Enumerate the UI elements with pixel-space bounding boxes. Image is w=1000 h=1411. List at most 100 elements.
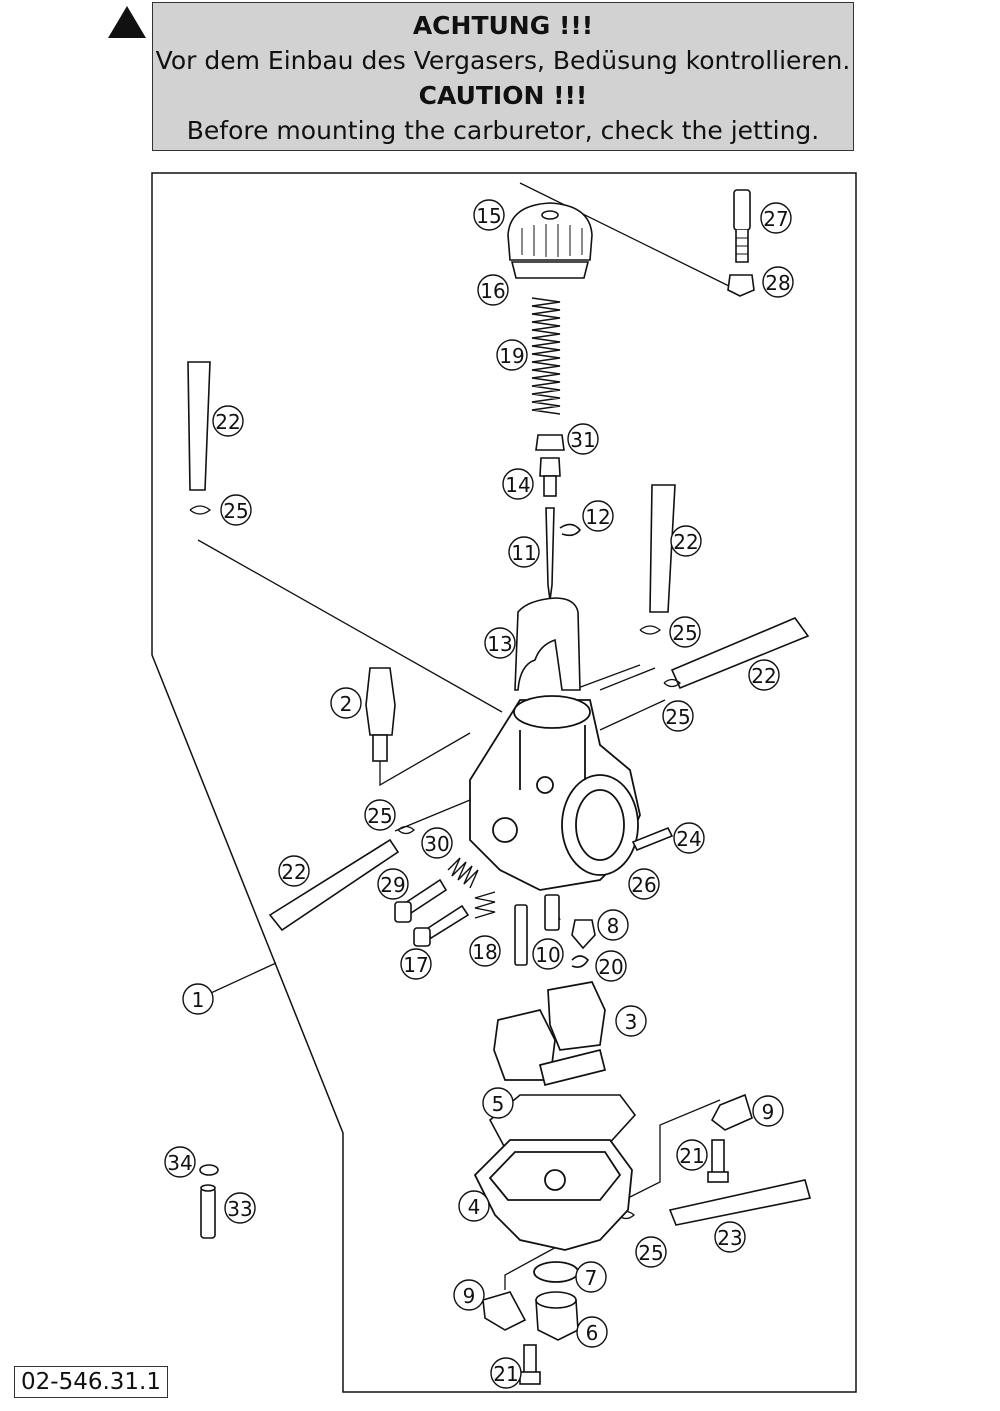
idle-screw [365, 667, 396, 762]
callout-21: 21 [676, 1139, 708, 1171]
callout-number: 8 [607, 914, 620, 938]
callout-number: 26 [631, 873, 656, 897]
callout-number: 9 [463, 1284, 476, 1308]
cover-plates [482, 1093, 753, 1331]
callout-circle [220, 494, 252, 526]
callout-6: 6 [576, 1316, 608, 1348]
hoses [187, 361, 812, 1226]
callout-circle [628, 868, 660, 900]
leader-lines [197, 182, 734, 1290]
callout-circle [615, 1005, 647, 1037]
warning-triangle-icon [108, 6, 146, 38]
caution-en-title: CAUTION !!! [418, 81, 588, 110]
callout-number: 2 [340, 692, 353, 716]
callout-circle [567, 423, 599, 455]
callout-4: 4 [458, 1190, 490, 1222]
callout-circle [453, 1279, 485, 1311]
callout-number: 28 [765, 271, 790, 295]
callout-number: 7 [585, 1266, 598, 1290]
callout-number: 10 [535, 943, 560, 967]
callout-circle [496, 339, 528, 371]
callout-number: 29 [380, 873, 405, 897]
callout-circle [330, 687, 362, 719]
mixing-chamber-cap [507, 202, 593, 279]
callout-number: 9 [762, 1100, 775, 1124]
callout-11: 11 [508, 536, 540, 568]
callout-2: 2 [330, 687, 362, 719]
callout-1: 1 [182, 983, 214, 1015]
cable-adjuster [727, 189, 755, 297]
callout-14: 14 [502, 468, 534, 500]
callout-16: 16 [477, 274, 509, 306]
callout-circle [458, 1190, 490, 1222]
callout-circle [532, 938, 564, 970]
callout-circle [760, 202, 792, 234]
callout-number: 24 [676, 827, 701, 851]
callout-number: 19 [499, 344, 524, 368]
drain-plug [533, 1261, 579, 1341]
callout-circle [477, 274, 509, 306]
callout-number: 16 [480, 279, 505, 303]
callout-number: 20 [598, 955, 623, 979]
callout-circle [662, 700, 694, 732]
callout-22: 22 [670, 525, 702, 557]
callout-29: 29 [377, 868, 409, 900]
callout-9: 9 [752, 1095, 784, 1127]
callout-circle [582, 500, 614, 532]
jets [514, 894, 596, 968]
callout-9: 9 [453, 1279, 485, 1311]
callout-number: 22 [215, 410, 240, 434]
needle-holder [535, 434, 565, 497]
callout-circle [364, 799, 396, 831]
callout-26: 26 [628, 868, 660, 900]
callout-number: 33 [227, 1197, 252, 1221]
callout-circle [762, 266, 794, 298]
callout-circle [224, 1192, 256, 1224]
callout-25: 25 [220, 494, 252, 526]
callout-number: 14 [505, 473, 530, 497]
small-parts [199, 1164, 219, 1239]
callout-number: 25 [367, 804, 392, 828]
callout-circle [676, 1139, 708, 1171]
callout-number: 6 [586, 1321, 599, 1345]
callout-number: 17 [403, 953, 428, 977]
callout-25: 25 [364, 799, 396, 831]
callout-circle [469, 935, 501, 967]
callout-circle [278, 855, 310, 887]
callout-23: 23 [714, 1221, 746, 1253]
callout-circle [182, 983, 214, 1015]
callout-circle [714, 1221, 746, 1253]
callout-17: 17 [400, 948, 432, 980]
callout-15: 15 [473, 199, 505, 231]
callout-number: 25 [638, 1241, 663, 1265]
callout-circle [377, 868, 409, 900]
callout-circle [508, 536, 540, 568]
callout-number: 25 [223, 499, 248, 523]
callout-circle [635, 1236, 667, 1268]
callout-33: 33 [224, 1192, 256, 1224]
callout-31: 31 [567, 423, 599, 455]
air-screw-spring [474, 891, 496, 919]
callout-circle [576, 1316, 608, 1348]
callout-number: 31 [570, 428, 595, 452]
callout-7: 7 [575, 1261, 607, 1293]
callout-19: 19 [496, 339, 528, 371]
callout-25: 25 [669, 616, 701, 648]
screws [394, 878, 470, 947]
callout-13: 13 [484, 627, 516, 659]
carburetor-body [469, 695, 641, 891]
drawing-code: 02-546.31.1 [14, 1366, 168, 1398]
assembly-frame [151, 172, 857, 1393]
callout-circle [669, 616, 701, 648]
callout-25: 25 [662, 700, 694, 732]
callout-number: 22 [673, 530, 698, 554]
callout-number: 12 [585, 505, 610, 529]
callout-28: 28 [762, 266, 794, 298]
callout-34: 34 [164, 1146, 196, 1178]
callout-circle [748, 659, 780, 691]
caution-de-title: ACHTUNG !!! [412, 11, 594, 40]
callout-18: 18 [469, 935, 501, 967]
callout-circle [597, 909, 629, 941]
callout-circle [400, 948, 432, 980]
